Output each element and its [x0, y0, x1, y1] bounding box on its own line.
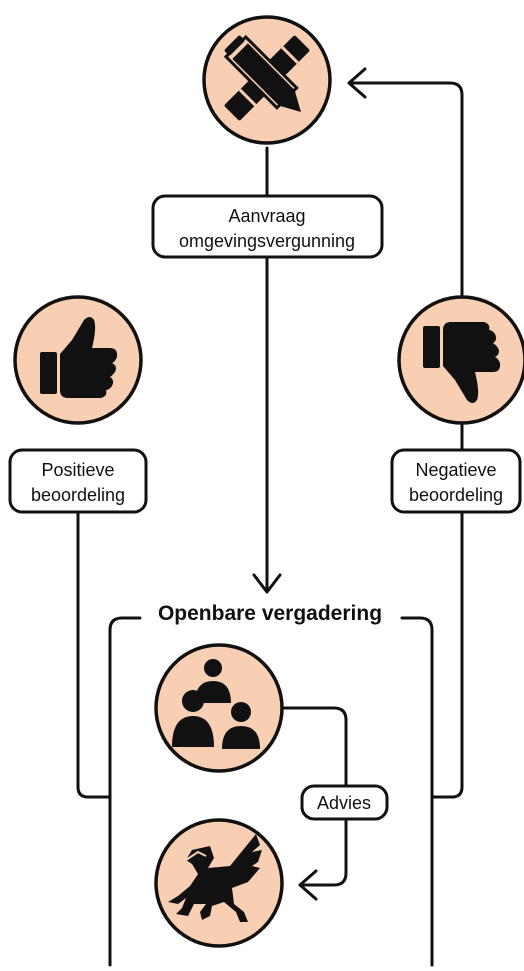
meeting-frame: [108, 616, 434, 967]
advice-label-text: Advies: [317, 793, 371, 813]
authority-node: [154, 818, 284, 948]
request-label-line2: omgevingsvergunning: [179, 231, 355, 251]
positive-label: Positieve beoordeling: [8, 448, 148, 514]
negative-label-line2: beoordeling: [409, 485, 503, 505]
line-negative-feedback: [348, 81, 464, 799]
meeting-node: [154, 643, 284, 773]
request-label-line1: Aanvraag: [228, 206, 305, 226]
request-label: Aanvraag omgevingsvergunning: [151, 194, 384, 259]
advice-label: Advies: [300, 784, 389, 821]
people-group-icon: [172, 659, 260, 749]
positive-label-line2: beoordeling: [31, 485, 125, 505]
line-positive-branch: [76, 503, 112, 799]
griffin-icon: [168, 834, 262, 922]
positive-node: [13, 295, 143, 425]
arrowhead-down: [252, 573, 282, 594]
thumbs-down-icon: [423, 322, 501, 403]
meeting-title: Openbare vergadering: [158, 602, 382, 625]
positive-label-line1: Positieve: [41, 460, 114, 480]
design-node: [202, 15, 332, 145]
pencil-ruler-icon: [223, 34, 310, 121]
negative-label-line1: Negatieve: [415, 460, 496, 480]
arrowhead-advice: [298, 869, 318, 901]
arrowhead-left: [347, 67, 367, 99]
thumbs-up-icon: [40, 317, 118, 398]
negative-label: Negatieve beoordeling: [390, 448, 522, 514]
negative-node: [397, 295, 524, 425]
